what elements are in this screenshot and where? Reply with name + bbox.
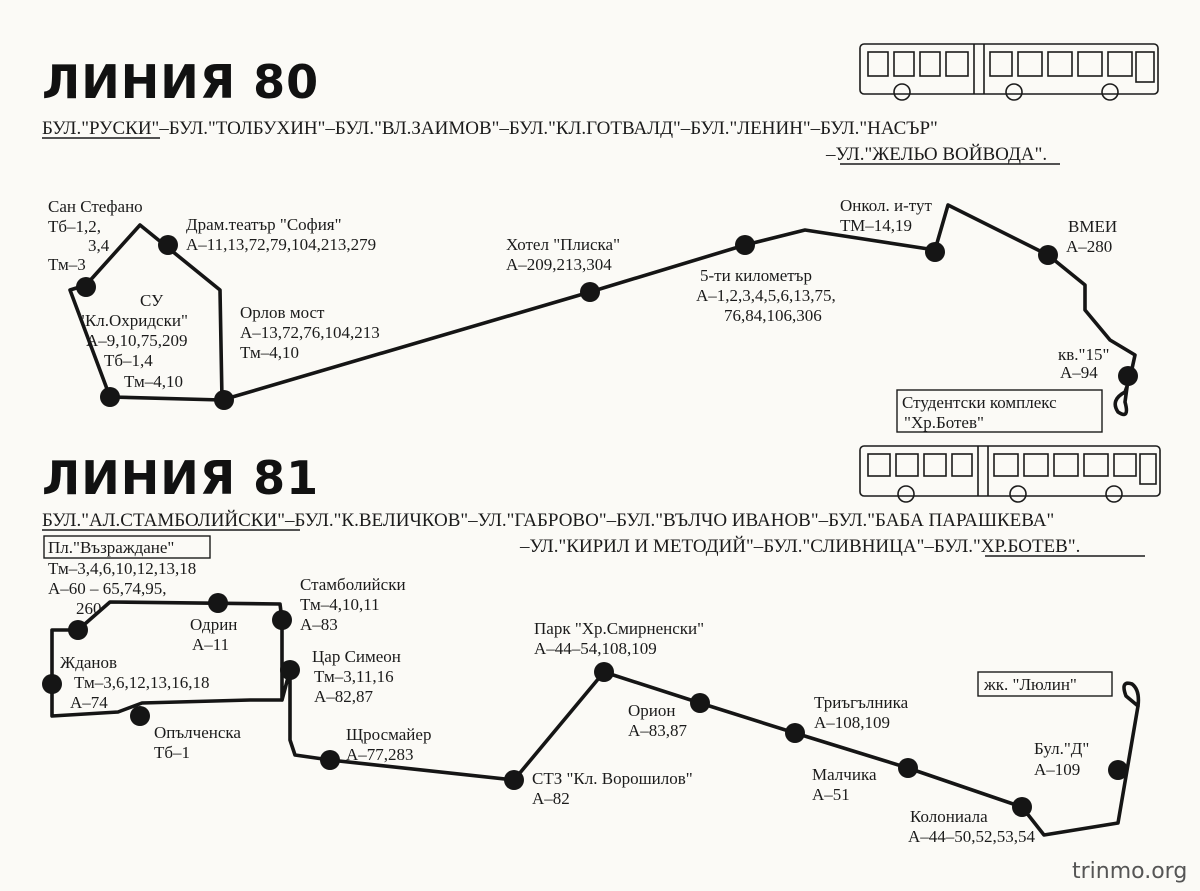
label-vmei-l1: А–280 xyxy=(1066,237,1112,256)
stop-stz[interactable] xyxy=(504,770,524,790)
start-81-l1: Тм–3,4,6,10,12,13,18 xyxy=(48,559,196,578)
line-80-section: ЛИНИЯ 80 БУЛ."РУСКИ"–БУЛ."ТОЛБУХИН"–БУЛ.… xyxy=(42,43,1159,433)
label-drama-theater: Драм.театър "София" xyxy=(186,215,342,234)
label-koloniala: Колониала xyxy=(910,807,988,826)
label-park-smirnenski-l1: А–44–54,108,109 xyxy=(534,639,657,658)
stop-odrin[interactable] xyxy=(208,593,228,613)
stop-opalchenska[interactable] xyxy=(130,706,150,726)
start-81-l2: А–60 – 65,74,95, xyxy=(48,579,167,598)
label-vmei: ВМЕИ xyxy=(1068,217,1117,236)
label-orlov-most: Орлов мост xyxy=(240,303,325,322)
stop-orlov-most[interactable] xyxy=(214,390,234,410)
label-triagalnika: Триъгълника xyxy=(814,693,909,712)
label-shtrosmayer-l1: А–77,283 xyxy=(346,745,414,764)
line-81-streets-row1: БУЛ."АЛ.СТАМБОЛИЙСКИ"–БУЛ."К.ВЕЛИЧКОВ"–У… xyxy=(42,510,1054,531)
watermark: trinmo.org xyxy=(1072,859,1187,884)
label-onkol: Онкол. и-тут xyxy=(840,196,932,215)
label-kv-15-l1: А–94 xyxy=(1060,363,1098,382)
start-box-81 xyxy=(43,535,211,559)
line-80-streets-row2: –УЛ."ЖЕЛЬО ВОЙВОДА". xyxy=(825,144,1047,165)
stop-park-smirnenski[interactable] xyxy=(594,662,614,682)
stop-onkol-institute[interactable] xyxy=(925,242,945,262)
line-80-route xyxy=(68,203,1137,417)
label-san-stefano: Сан Стефано xyxy=(48,197,143,216)
label-san-stefano-l2: 3,4 xyxy=(88,236,110,255)
stop-stamboliyski[interactable] xyxy=(272,610,292,630)
label-orion-l1: А–83,87 xyxy=(628,721,688,740)
label-odrin-l1: А–11 xyxy=(192,635,229,654)
stop-vazrazhdane[interactable] xyxy=(68,620,88,640)
stop-san-stefano[interactable] xyxy=(76,277,96,297)
label-drama-theater-l1: А–11,13,72,79,104,213,279 xyxy=(186,235,376,254)
terminus-81-label: жк. "Люлин" xyxy=(983,675,1077,694)
label-san-stefano-l1: Тб–1,2, xyxy=(48,217,101,236)
label-stamboliyski: Стамболийски xyxy=(300,575,406,594)
stop-drama-theater[interactable] xyxy=(158,235,178,255)
label-bul-d-l1: А–109 xyxy=(1034,760,1080,779)
line-81-section: ЛИНИЯ 81 БУЛ."АЛ.СТАМБОЛИЙСКИ"–БУЛ."К.ВЕ… xyxy=(42,445,1161,846)
line-80-title: ЛИНИЯ 80 xyxy=(42,55,319,109)
label-malchika: Малчика xyxy=(812,765,877,784)
terminus-box-80 xyxy=(896,389,1103,433)
label-stz: СТЗ "Кл. Ворошилов" xyxy=(532,769,693,788)
label-tsar-simeon: Цар Симеон xyxy=(312,647,401,666)
label-hotel-pliska: Хотел "Плиска" xyxy=(506,235,620,254)
label-su-l1: "Кл.Охридски" xyxy=(78,311,188,330)
label-koloniala-l1: А–44–50,52,53,54 xyxy=(908,827,1036,846)
stop-koloniala[interactable] xyxy=(1012,797,1032,817)
label-opalchenska: Опълченска xyxy=(154,723,241,742)
label-5-km: 5-ти километър xyxy=(700,266,812,285)
label-tsar-simeon-l2: А–82,87 xyxy=(314,687,374,706)
line-81-title: ЛИНИЯ 81 xyxy=(42,451,319,505)
stop-vmei[interactable] xyxy=(1038,245,1058,265)
label-orlov-most-l2: Тм–4,10 xyxy=(240,343,299,362)
label-opalchenska-l1: Тб–1 xyxy=(154,743,190,762)
label-odrin: Одрин xyxy=(190,615,237,634)
label-bul-d: Бул."Д" xyxy=(1034,739,1089,758)
label-onkol-l1: ТМ–14,19 xyxy=(840,216,912,235)
label-san-stefano-l3: Тм–3 xyxy=(48,255,86,274)
label-zhdanov: Жданов xyxy=(60,653,117,672)
stop-bul-d[interactable] xyxy=(1108,760,1128,780)
label-zhdanov-l1: Тм–3,6,12,13,16,18 xyxy=(74,673,209,692)
terminus-80-l1: Студентски комплекс xyxy=(902,393,1057,412)
stop-triagalnika[interactable] xyxy=(785,723,805,743)
terminus-80-l2: "Хр.Ботев" xyxy=(904,413,984,432)
label-shtrosmayer: Щросмайер xyxy=(346,725,431,744)
stop-malchika[interactable] xyxy=(898,758,918,778)
stop-su[interactable] xyxy=(100,387,120,407)
label-kv-15: кв."15" xyxy=(1058,345,1109,364)
label-su-l3: Тб–1,4 xyxy=(104,351,153,370)
label-stamboliyski-l2: А–83 xyxy=(300,615,338,634)
label-orion: Орион xyxy=(628,701,675,720)
label-tsar-simeon-l1: Тм–3,11,16 xyxy=(314,667,394,686)
line-81-streets-row2: –УЛ."КИРИЛ И МЕТОДИЙ"–БУЛ."СЛИВНИЦА"–БУЛ… xyxy=(519,536,1080,557)
label-triagalnika-l1: А–108,109 xyxy=(814,713,890,732)
stop-zhdanov[interactable] xyxy=(42,674,62,694)
stop-hotel-pliska[interactable] xyxy=(580,282,600,302)
label-park-smirnenski: Парк "Хр.Смирненски" xyxy=(534,619,704,638)
terminus-box-81 xyxy=(977,671,1113,697)
label-stamboliyski-l1: Тм–4,10,11 xyxy=(300,595,380,614)
stop-tsar-simeon[interactable] xyxy=(280,660,300,680)
label-su: СУ xyxy=(140,291,164,310)
label-stz-l1: А–82 xyxy=(532,789,570,808)
start-box-81-label: Пл."Възраждане" xyxy=(48,538,174,557)
label-su-l2: А–9,10,75,209 xyxy=(86,331,188,350)
trolleybus-icon xyxy=(859,43,1159,101)
line-80-streets-row1: БУЛ."РУСКИ"–БУЛ."ТОЛБУХИН"–БУЛ."ВЛ.ЗАИМО… xyxy=(42,118,938,139)
label-zhdanov-l2: А–74 xyxy=(70,693,108,712)
stop-shtrosmayer[interactable] xyxy=(320,750,340,770)
label-hotel-pliska-l1: А–209,213,304 xyxy=(506,255,612,274)
stop-5-km[interactable] xyxy=(735,235,755,255)
label-orlov-most-l1: А–13,72,76,104,213 xyxy=(240,323,380,342)
stop-kv-15[interactable] xyxy=(1118,366,1138,386)
bus-icon xyxy=(859,445,1161,503)
label-5-km-l1: А–1,2,3,4,5,6,13,75, xyxy=(696,286,836,305)
stop-orion[interactable] xyxy=(690,693,710,713)
label-su-l4: Тм–4,10 xyxy=(124,372,183,391)
label-malchika-l1: А–51 xyxy=(812,785,850,804)
label-5-km-l2: 76,84,106,306 xyxy=(724,306,822,325)
